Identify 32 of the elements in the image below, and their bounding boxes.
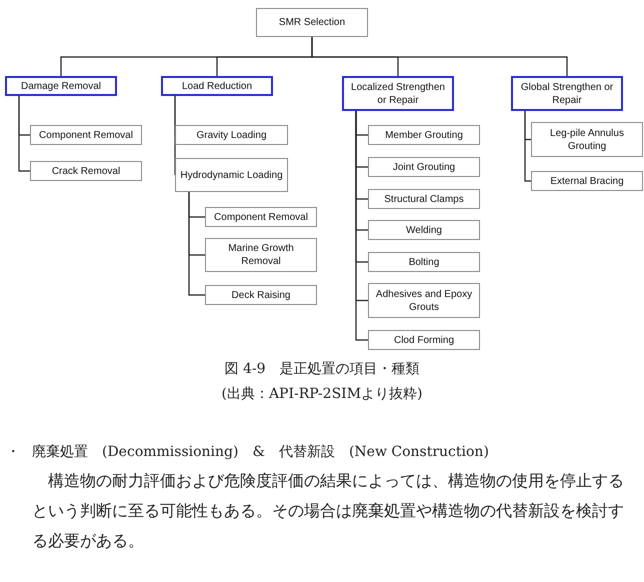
item-box: Crack Removal [30, 161, 142, 181]
category-box: Global Strengthen or Repair [511, 76, 623, 111]
item-box: Hydrodynamic Loading [175, 158, 288, 192]
category-box: Localized Strengthen or Repair [342, 76, 454, 111]
item-box: Component Removal [205, 207, 317, 227]
bullet: ・ [6, 443, 20, 461]
figure-caption: 図 4-9 是正処置の項目・種類 [224, 360, 420, 378]
connector-line [355, 111, 368, 341]
item-box: Gravity Loading [175, 125, 288, 145]
body-paragraph: 構造物の耐力評価および危険度評価の結果によっては、構造物の使用を停止するという判断に至る可能性もある。その場合は廃棄処置や構造物の代替新設を検討する必要がある。 [32, 470, 625, 552]
item-box: Component Removal [30, 125, 142, 145]
item-box: External Bracing [531, 171, 643, 191]
connector-line [524, 111, 531, 182]
category-box: Load Reduction [161, 76, 273, 96]
connector-line [18, 96, 30, 172]
section-heading: 廃棄処置 (Decommissioning) & 代替新設 (New Construction) [32, 443, 489, 461]
item-box: Welding [368, 220, 480, 240]
item-box: Adhesives and Epoxy Grouts [368, 283, 480, 318]
connector-line [174, 96, 176, 176]
item-box: Marine Growth Removal [205, 238, 317, 272]
root-box: SMR Selection [256, 8, 368, 37]
item-box: Clod Forming [368, 330, 480, 350]
item-box: Structural Clamps [368, 189, 480, 209]
item-box: Member Grouting [368, 125, 480, 145]
item-box: Leg-pile Annulus Grouting [531, 122, 643, 157]
item-box: Deck Raising [205, 285, 317, 305]
item-box: Bolting [368, 252, 480, 272]
item-box: Joint Grouting [368, 157, 480, 177]
source-note: (出典：API-RP-2SIMより抜粋) [220, 385, 424, 403]
connector-line [188, 192, 205, 296]
connector-line [311, 37, 568, 76]
category-box: Damage Removal [5, 76, 117, 96]
